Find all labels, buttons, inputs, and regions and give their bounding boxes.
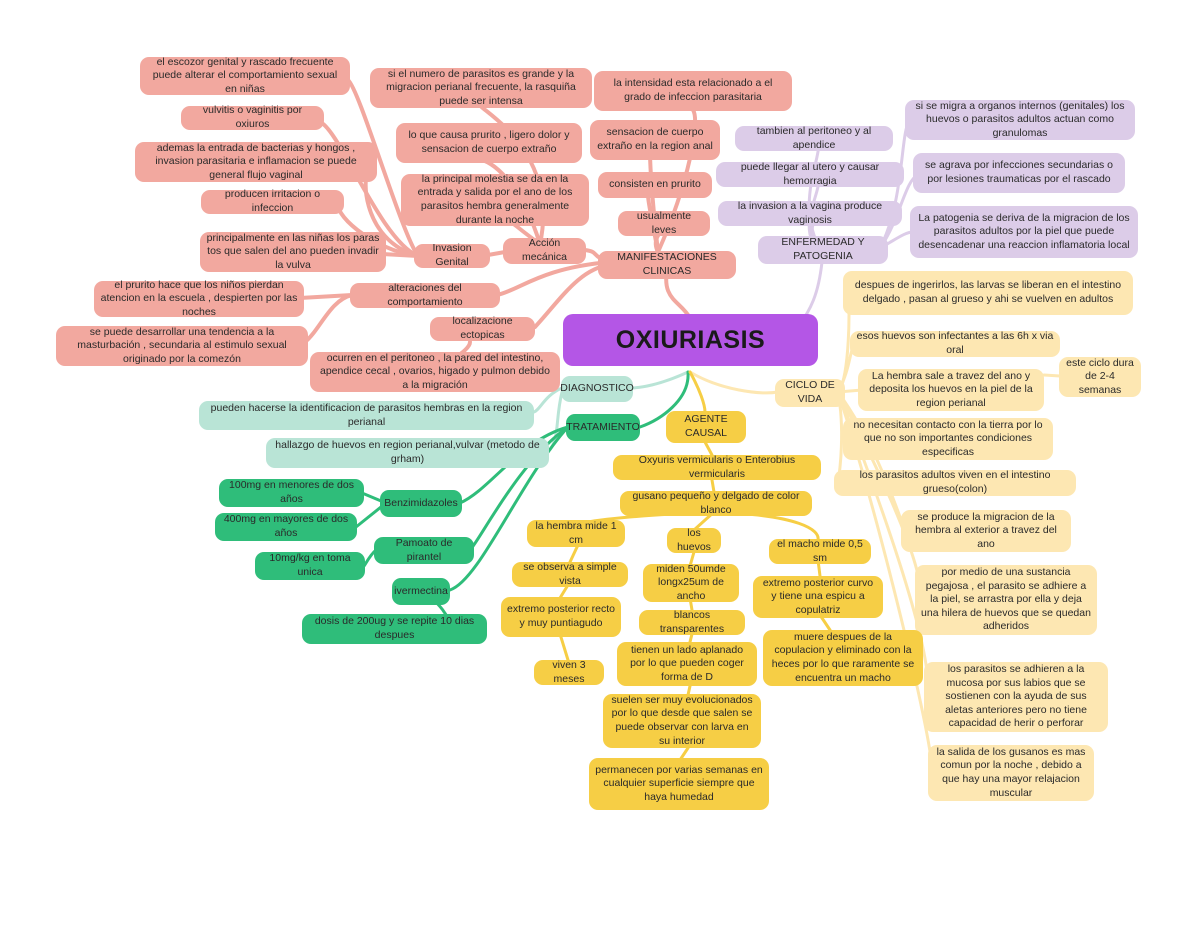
ninas-node[interactable]: principalmente en las niñas los paras to… — [200, 232, 386, 272]
prurito-dolor-node[interactable]: lo que causa prurito , ligero dolor y se… — [396, 123, 582, 163]
granulomas-node[interactable]: si se migra a organos internos (genitale… — [905, 100, 1135, 140]
adultos-node[interactable]: los parasitos adultos viven en el intest… — [834, 469, 1076, 496]
hembra-node[interactable]: la hembra mide 1 cm — [527, 520, 625, 547]
meses-node[interactable]: viven 3 meses — [534, 659, 604, 685]
macho-node[interactable]: el macho mide 0,5 sm — [769, 538, 871, 564]
transparentes-node[interactable]: blancos transparentes — [639, 609, 745, 635]
miden-node[interactable]: miden 50umde longx25um de ancho — [643, 563, 739, 602]
agente-causal-node[interactable]: AGENTE CAUSAL — [666, 411, 746, 443]
kg-node[interactable]: 10mg/kg en toma unica — [255, 552, 365, 580]
diagnostico-node[interactable]: DIAGNOSTICO — [560, 376, 634, 402]
utero-node[interactable]: puede llegar al utero y causar hemorragi… — [716, 161, 904, 187]
alteraciones-comportamiento-node[interactable]: alteraciones del comportamiento — [350, 282, 500, 308]
vulvitis-node[interactable]: vulvitis o vaginitis por oxiuros — [181, 104, 324, 130]
peritoneo-node[interactable]: tambien al peritoneo y al apendice — [735, 125, 893, 151]
central-topic[interactable]: OXIURIASIS — [563, 314, 818, 366]
infectantes-node[interactable]: esos huevos son infectantes a las 6h x v… — [850, 330, 1060, 357]
escozor-node[interactable]: el escozor genital y rascado frecuente p… — [140, 56, 350, 95]
duracion-node[interactable]: este ciclo dura de 2-4 semanas — [1059, 357, 1141, 397]
bacterias-node[interactable]: ademas la entrada de bacterias y hongos … — [135, 142, 377, 182]
hembra-sale-node[interactable]: La hembra sale a travez del ano y deposi… — [858, 369, 1044, 411]
accion-mecanica-node[interactable]: Acción mecánica — [503, 237, 586, 264]
tratamiento-connectors — [354, 370, 690, 627]
menores-node[interactable]: 100mg en menores de dos años — [219, 479, 364, 507]
enfermedad-patogenia-node[interactable]: ENFERMEDAD Y PATOGENIA — [758, 236, 888, 264]
tierra-node[interactable]: no necesitan contacto con la tierra por … — [843, 418, 1053, 460]
ocurren-node[interactable]: ocurren en el peritoneo , la pared del i… — [310, 352, 560, 392]
mucosa-node[interactable]: los parasitos se adhieren a la mucosa po… — [924, 662, 1108, 732]
ciclo-vida-node[interactable]: CICLO DE VIDA — [775, 379, 845, 407]
curvo-node[interactable]: extremo posterior curvo y tiene una espi… — [753, 576, 883, 618]
ingerirlos-node[interactable]: despues de ingerirlos, las larvas se lib… — [843, 271, 1133, 315]
mayores-node[interactable]: 400mg en mayores de dos años — [215, 513, 357, 541]
ivermectina-node[interactable]: ivermectina — [392, 578, 450, 605]
permanecen-node[interactable]: permanecen por varias semanas en cualqui… — [589, 758, 769, 810]
huevos-node[interactable]: los huevos — [667, 527, 721, 553]
gusano-node[interactable]: gusano pequeño y delgado de color blanco — [620, 490, 812, 516]
dosis-node[interactable]: dosis de 200ug y se repite 10 dias despu… — [302, 614, 487, 644]
localizaciones-ectopicas-node[interactable]: localizacione ectopicas — [430, 315, 535, 341]
identificacion-node[interactable]: pueden hacerse la identificacion de para… — [199, 401, 534, 430]
tratamiento-node[interactable]: TRATAMIENTO — [566, 414, 640, 441]
prurito-escuela-node[interactable]: el prurito hace que los niños pierdan at… — [94, 279, 304, 318]
sensacion-node[interactable]: sensacion de cuerpo extraño en la region… — [590, 120, 720, 160]
especie-node[interactable]: Oxyuris vermicularis o Enterobius vermic… — [613, 454, 821, 480]
aplanado-node[interactable]: tienen un lado aplanado por lo que puede… — [617, 642, 757, 686]
patogenia-node[interactable]: La patogenia se deriva de la migracion d… — [910, 206, 1138, 258]
muere-node[interactable]: muere despues de la copulacion y elimina… — [763, 630, 923, 686]
hallazgo-node[interactable]: hallazgo de huevos en region perianal,vu… — [266, 438, 549, 468]
salida-node[interactable]: la salida de los gusanos es mas comun po… — [928, 745, 1094, 801]
migracion-node[interactable]: se produce la migracion de la hembra al … — [901, 510, 1071, 552]
manifestaciones-clinicas-node[interactable]: MANIFESTACIONES CLINICAS — [598, 251, 736, 279]
vagina-node[interactable]: la invasion a la vagina produce vaginosi… — [718, 200, 902, 226]
consisten-node[interactable]: consisten en prurito — [598, 172, 712, 198]
pamoato-node[interactable]: Pamoato de pirantel — [374, 537, 474, 564]
simple-vista-node[interactable]: se observa a simple vista — [512, 561, 628, 587]
recto-node[interactable]: extremo posterior recto y muy puntiagudo — [501, 597, 621, 637]
rasquina-node[interactable]: si el numero de parasitos es grande y la… — [370, 68, 592, 108]
irritacion-node[interactable]: producen irritacion o infeccion — [201, 188, 344, 214]
invasion-genital-node[interactable]: Invasion Genital — [414, 242, 490, 268]
leves-node[interactable]: usualmente leves — [618, 210, 710, 236]
agrava-node[interactable]: se agrava por infecciones secundarias o … — [913, 153, 1125, 193]
masturbacion-node[interactable]: se puede desarrollar una tendencia a la … — [56, 326, 308, 366]
evolucionados-node[interactable]: suelen ser muy evolucionados por lo que … — [603, 694, 761, 748]
benzimidazoles-node[interactable]: Benzimidazoles — [380, 490, 462, 517]
pegajosa-node[interactable]: por medio de una sustancia pegajosa , el… — [915, 565, 1097, 635]
intensidad-node[interactable]: la intensidad esta relacionado a el grad… — [594, 71, 792, 111]
molestia-node[interactable]: la principal molestia se da en la entrad… — [401, 173, 589, 226]
